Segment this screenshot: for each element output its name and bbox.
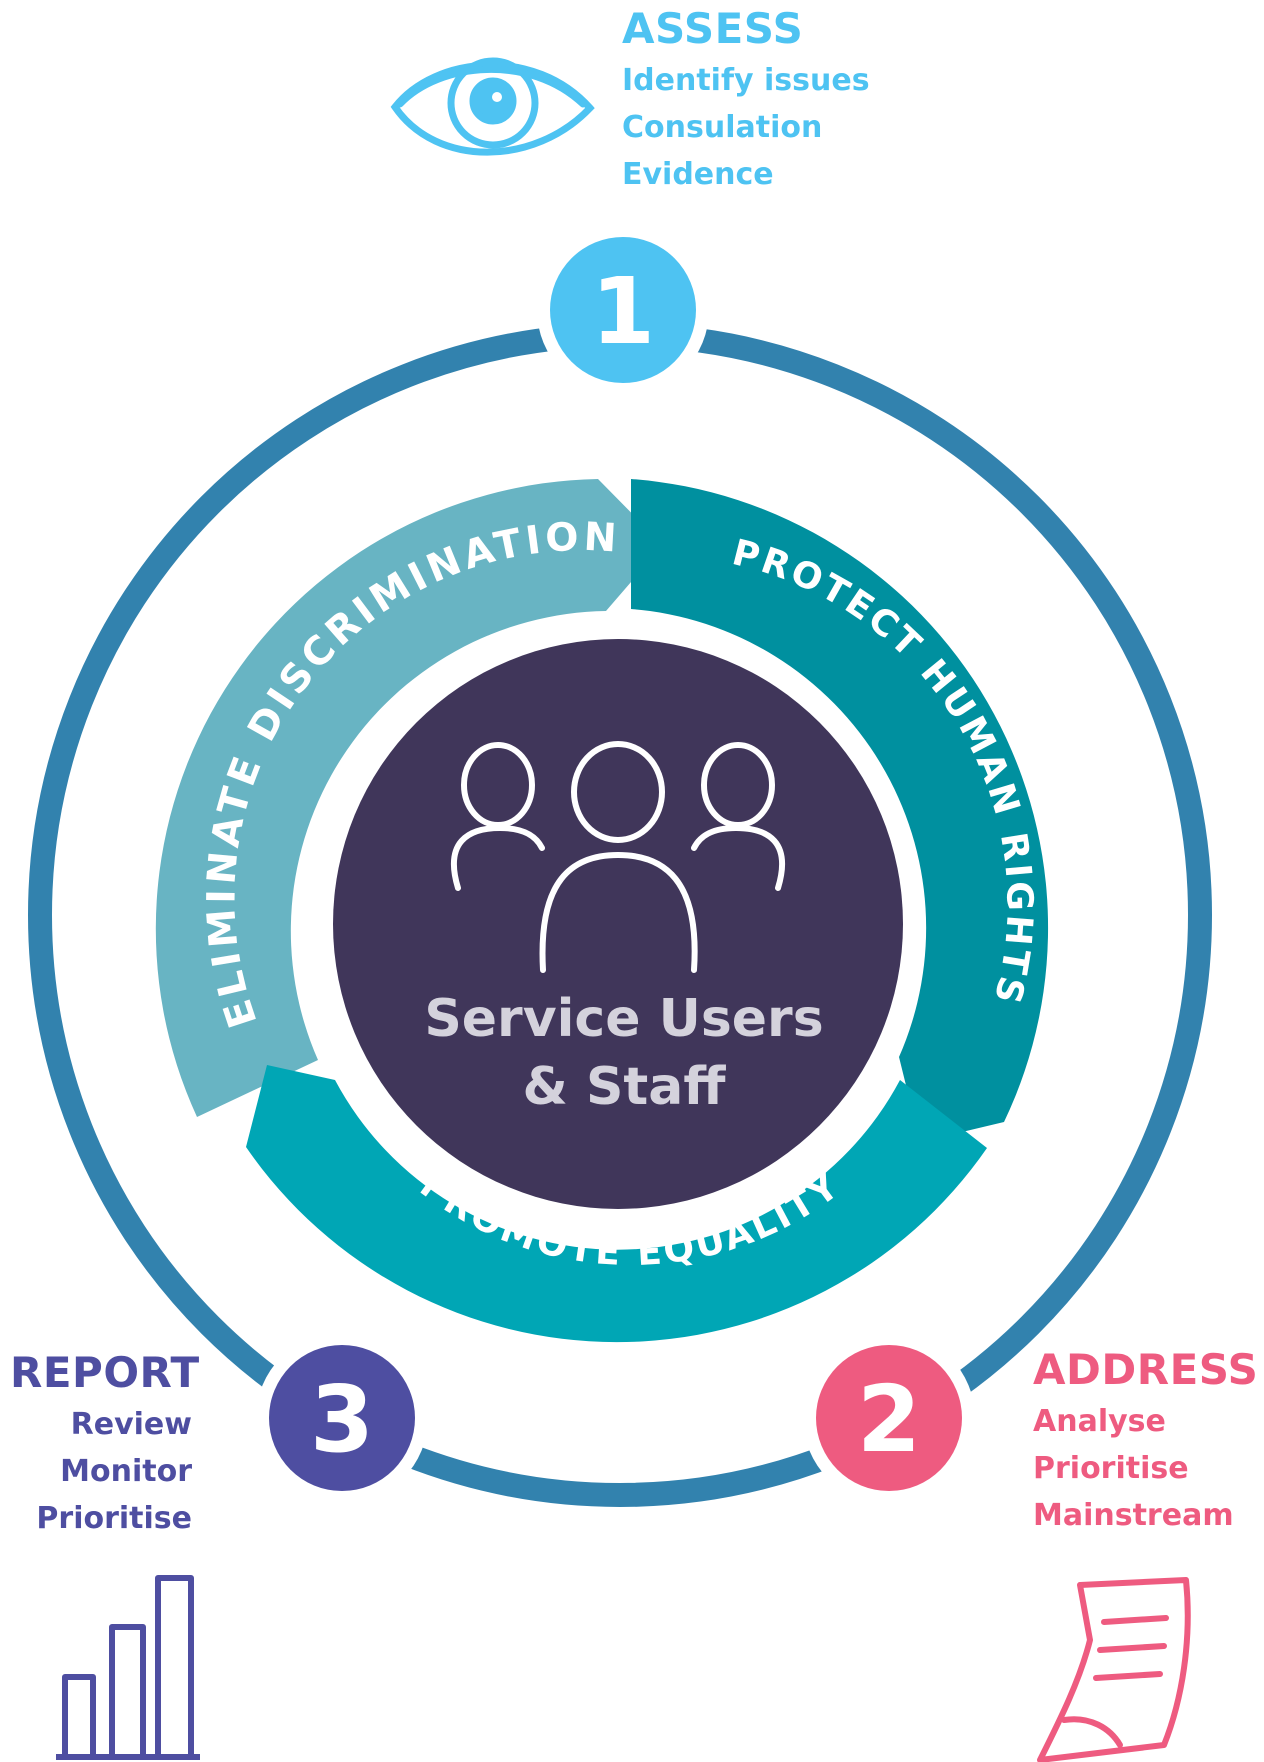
arrow-eliminate-discrimination [155,479,664,1117]
assess-step-text: ASSESS Identify issues Consulation Evide… [622,4,870,198]
step-1-number: 1 [591,258,655,365]
arrow-promote-equality [246,1065,987,1343]
address-title: ADDRESS [1033,1345,1259,1394]
eye-icon [390,57,595,156]
step-1-marker: 1 [537,224,709,396]
address-item-2: Prioritise [1033,1451,1189,1486]
assess-item-1: Identify issues [622,63,870,98]
step-2-marker: 2 [803,1332,975,1504]
assess-title: ASSESS [622,4,804,53]
step-2-number: 2 [857,1366,921,1473]
center-circle [333,639,903,1209]
report-item-1: Review [70,1407,192,1442]
report-step-text: REPORT Review Monitor Prioritise [10,1348,200,1542]
bar-chart-icon [56,1575,200,1760]
assess-item-3: Evidence [622,157,774,192]
report-title: REPORT [10,1348,200,1397]
address-item-3: Mainstream [1033,1498,1234,1533]
step-3-number: 3 [310,1366,374,1473]
center-title-line-2: & Staff [523,1057,727,1117]
report-item-3: Prioritise [36,1501,192,1536]
address-item-1: Analyse [1033,1404,1166,1439]
center-title-line-1: Service Users [424,989,823,1049]
document-icon [1037,1577,1191,1762]
arrow-protect-human-rights [631,479,1049,1142]
people-icon [450,741,786,973]
assess-item-2: Consulation [622,110,823,145]
report-item-2: Monitor [60,1454,192,1489]
step-3-marker: 3 [256,1332,428,1504]
address-step-text: ADDRESS Analyse Prioritise Mainstream [1033,1345,1258,1539]
